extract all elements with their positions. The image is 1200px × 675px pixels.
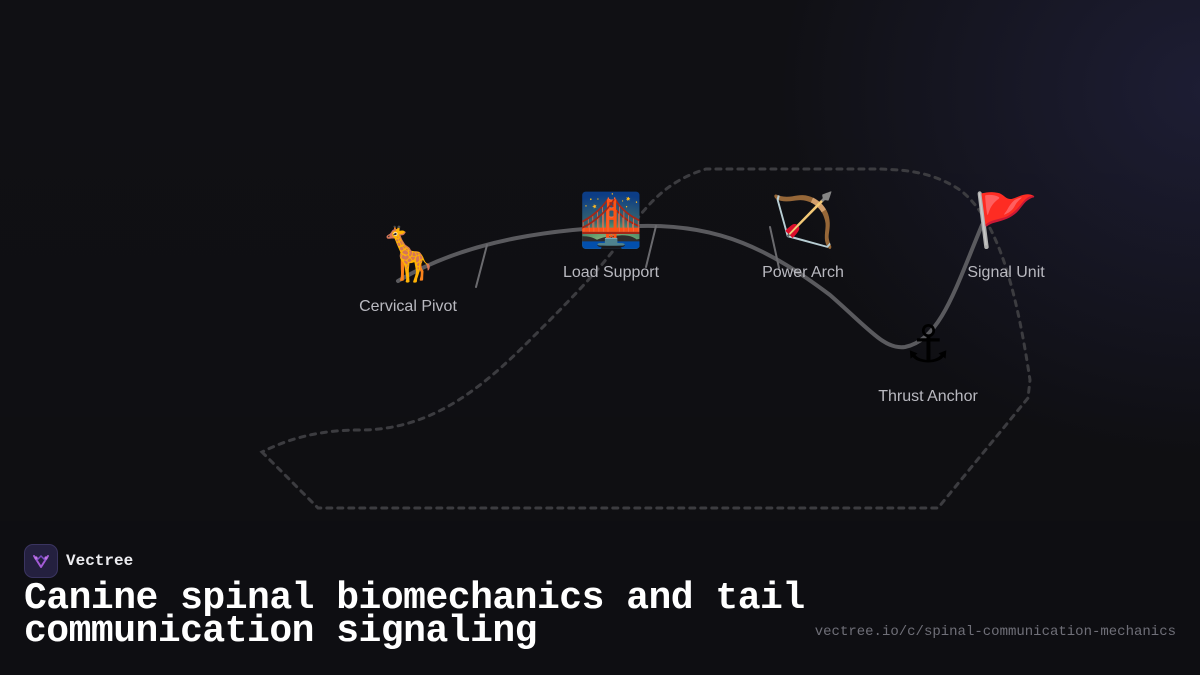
node-label: Thrust Anchor [878,388,978,405]
bow-and-arrow-icon: 🏹 [771,190,836,251]
bridge-at-night-icon: 🌉 [579,190,644,251]
dog-silhouette-outline [259,167,1032,510]
red-flag-icon: 🚩 [974,190,1039,251]
node-label: Signal Unit [967,264,1045,281]
page-title: Canine spinal biomechanics and tail comm… [24,577,805,653]
node-label: Load Support [563,264,660,281]
node-cervical-pivot: 🦒 Cervical Pivot [359,224,457,315]
node-power-arch: 🏹 Power Arch [762,190,844,281]
spine-diagram: 🦒 Cervical Pivot 🌉 Load Support 🏹 Power Arch ⚓… [259,167,1045,510]
node-label: Cervical Pivot [359,298,457,315]
spine-curve [396,223,984,350]
giraffe-icon: 🦒 [376,224,441,285]
brand-name: Vectree [66,552,134,570]
brand: Vectree [24,544,133,578]
anchor-icon: ⚓ [905,315,952,375]
node-thrust-anchor: ⚓ Thrust Anchor [878,315,978,405]
page-url: vectree.io/c/spinal-communication-mechan… [814,624,1176,640]
node-load-support: 🌉 Load Support [563,190,660,281]
vectree-logo-icon [24,544,58,578]
node-signal-unit: 🚩 Signal Unit [967,190,1045,281]
node-label: Power Arch [762,264,844,281]
vertebra-ticks [475,225,780,288]
